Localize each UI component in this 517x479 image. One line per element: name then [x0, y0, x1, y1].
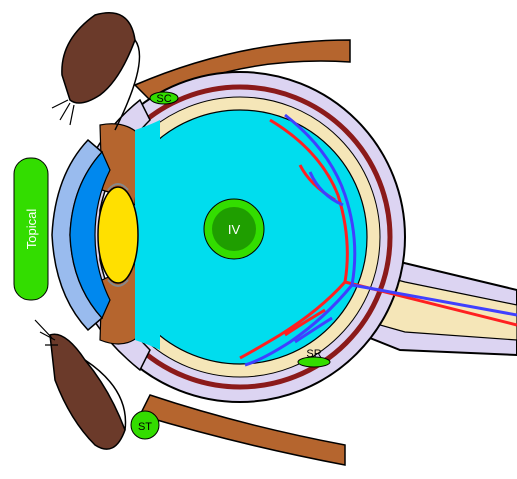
- sc-label: SC: [156, 93, 171, 105]
- upper-eyelid: [62, 13, 135, 103]
- iv-label: IV: [228, 222, 241, 237]
- topical-label: Topical: [24, 209, 39, 250]
- lens: [98, 187, 138, 283]
- sr-label: SR: [306, 348, 321, 360]
- lower-eyelid: [50, 334, 125, 449]
- st-label: ST: [138, 421, 152, 433]
- lower-muscle: [140, 395, 345, 465]
